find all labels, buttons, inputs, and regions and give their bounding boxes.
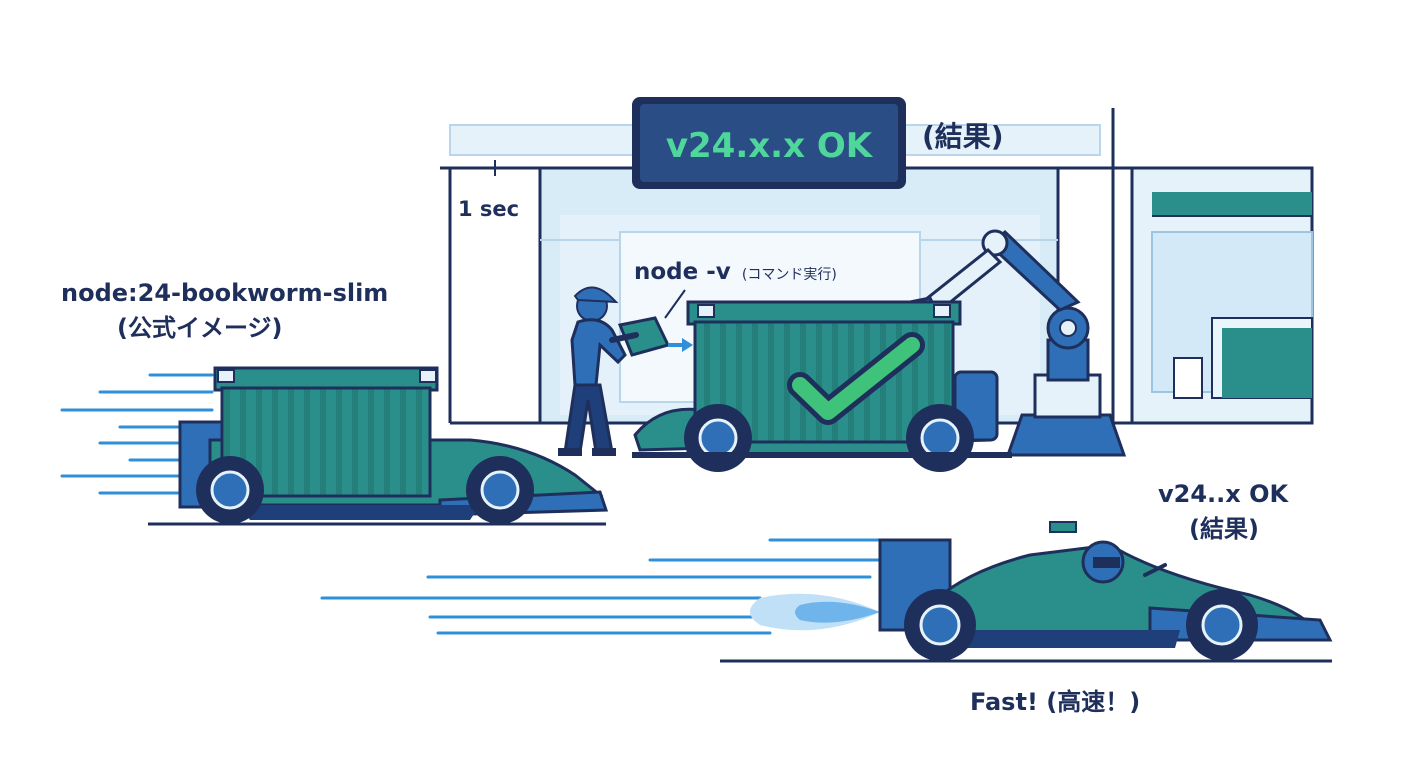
- fast-label: Fast! (高速！): [970, 688, 1140, 716]
- container-on-left-car: [213, 366, 439, 498]
- checkmark-icon: [787, 332, 925, 425]
- fast-car-wheels: [720, 589, 1332, 663]
- speed-lines-left: [60, 373, 214, 495]
- result-right-label-1: v24..x OK: [1158, 480, 1290, 508]
- timer-label: 1 sec: [458, 197, 519, 221]
- result-top-label: (結果): [922, 120, 1004, 153]
- command-label: node -v (コマンド実行): [634, 259, 837, 285]
- pit-car-wheels: [632, 404, 1012, 472]
- scoreboard-sign: v24.x.x OK: [632, 97, 906, 189]
- timer-bracket: [450, 160, 496, 176]
- result-right-label-2: (結果): [1189, 515, 1259, 543]
- scoreboard-text: v24.x.x OK: [666, 126, 874, 166]
- arrow-right-icon: [668, 338, 693, 352]
- image-name-label: node:24-bookworm-slim: [61, 279, 388, 307]
- mechanic-figure: [558, 286, 671, 456]
- command-pointer: [664, 289, 686, 319]
- left-car-wheels: [148, 456, 606, 526]
- exhaust-flame: [750, 593, 880, 631]
- image-sub-label: (公式イメージ): [117, 314, 282, 342]
- speed-lines-fast: [320, 538, 882, 635]
